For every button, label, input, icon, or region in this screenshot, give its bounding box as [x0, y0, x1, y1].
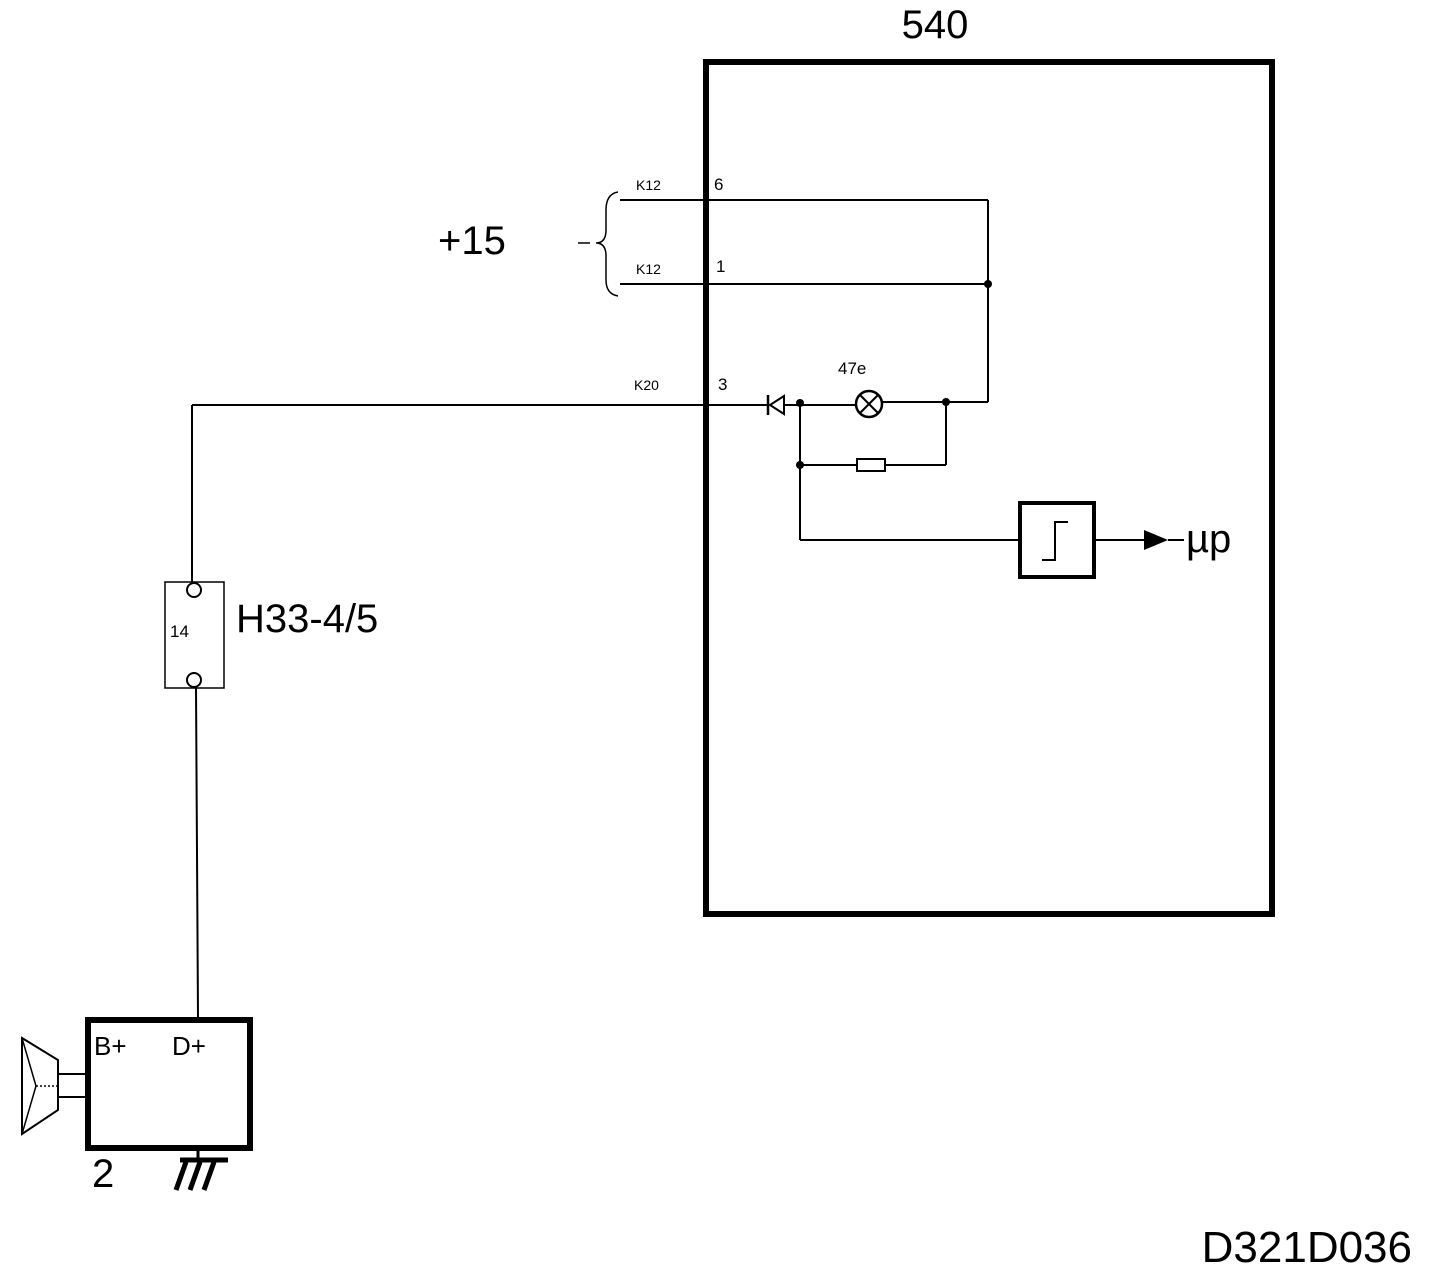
ground-icon — [173, 1148, 228, 1191]
connector-k12-b: K12 — [636, 261, 661, 277]
fuse-label: H33-4/5 — [236, 597, 378, 641]
supply-label: +15 — [438, 219, 506, 263]
pin-6-label: 6 — [714, 175, 723, 194]
alternator-number: 2 — [92, 1152, 114, 1196]
connector-k12-a: K12 — [636, 177, 661, 193]
junction-dot — [984, 280, 992, 288]
pin-1-label: 1 — [716, 257, 725, 276]
step-icon — [1042, 521, 1068, 561]
diode-symbol — [766, 394, 785, 416]
resistor-symbol — [856, 458, 886, 472]
drawing-code: D321D036 — [1202, 1223, 1412, 1272]
pulley-icon — [21, 1036, 88, 1136]
output-arrow-icon — [1144, 530, 1168, 550]
alternator-box — [85, 1017, 253, 1151]
junction-dot — [796, 461, 804, 469]
fuse-terminal-top — [186, 582, 202, 598]
output-label: µp — [1186, 517, 1231, 561]
fuse-terminal-bottom — [186, 672, 202, 688]
terminal-b-label: B+ — [94, 1031, 127, 1061]
threshold-block — [1018, 501, 1096, 579]
wire-fuse-alternator — [195, 687, 199, 1019]
pin-3-label: 3 — [718, 375, 727, 394]
control-unit-box — [703, 59, 1275, 917]
lamp-icon — [854, 389, 884, 419]
lamp-label: 47e — [838, 359, 866, 378]
control-unit-label: 540 — [902, 3, 969, 47]
supply-brace — [595, 191, 619, 297]
terminal-d-label: D+ — [172, 1031, 206, 1061]
fuse-box — [164, 581, 225, 689]
connector-k20: K20 — [634, 377, 659, 393]
fuse-number: 14 — [170, 622, 189, 641]
